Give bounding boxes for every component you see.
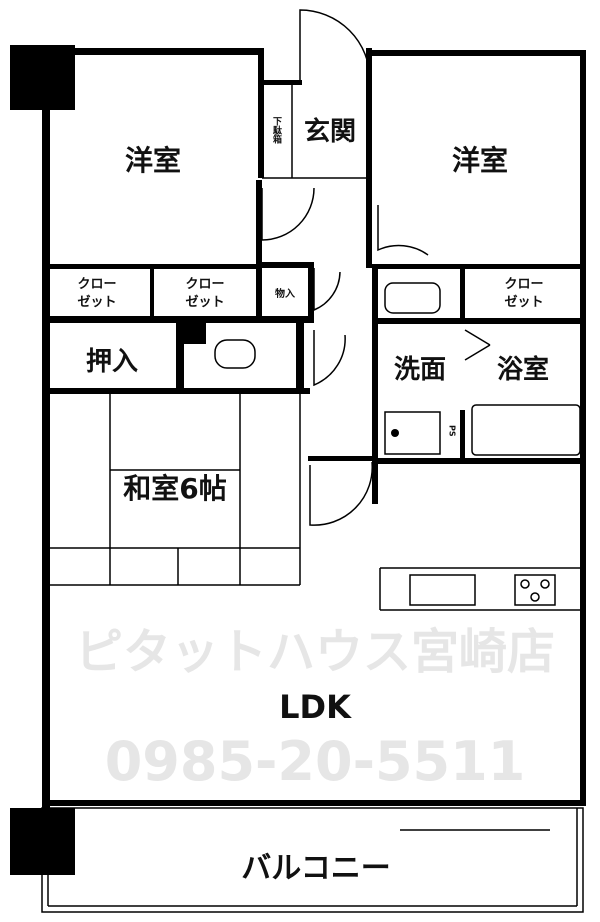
detail-lines bbox=[41, 85, 584, 913]
closet-2-line2: ゼット bbox=[185, 294, 224, 310]
closet-3-line1: クロー bbox=[504, 277, 543, 292]
closet-1-line1: クロー bbox=[77, 277, 116, 292]
room-label-storage: 物入 bbox=[275, 287, 295, 300]
room-label-shoe-box: 下駄箱 bbox=[271, 116, 282, 144]
room-label-ldk: LDK bbox=[279, 688, 352, 726]
closet-2-line1: クロー bbox=[185, 277, 224, 292]
room-label-washroom: 洗面 bbox=[394, 355, 446, 385]
room-label-japanese: 和室6帖 bbox=[123, 472, 226, 505]
room-label-western-left: 洋室 bbox=[125, 144, 181, 177]
watermark-shop: ピタットハウス宮崎店 bbox=[75, 624, 555, 680]
walls bbox=[42, 48, 586, 808]
door-swings bbox=[261, 9, 429, 526]
watermark-phone: 0985-20-5511 bbox=[105, 730, 526, 793]
room-label-oshiire: 押入 bbox=[86, 347, 138, 377]
closet-3-line2: ゼット bbox=[504, 294, 543, 310]
room-label-bathroom: 浴室 bbox=[497, 354, 549, 385]
room-label-balcony: バルコニー bbox=[241, 851, 390, 886]
room-label-ps: PS bbox=[448, 425, 457, 437]
room-label-western-right: 洋室 bbox=[452, 144, 508, 177]
closet-1-line2: ゼット bbox=[77, 294, 116, 310]
room-label-entrance: 玄関 bbox=[304, 116, 356, 147]
